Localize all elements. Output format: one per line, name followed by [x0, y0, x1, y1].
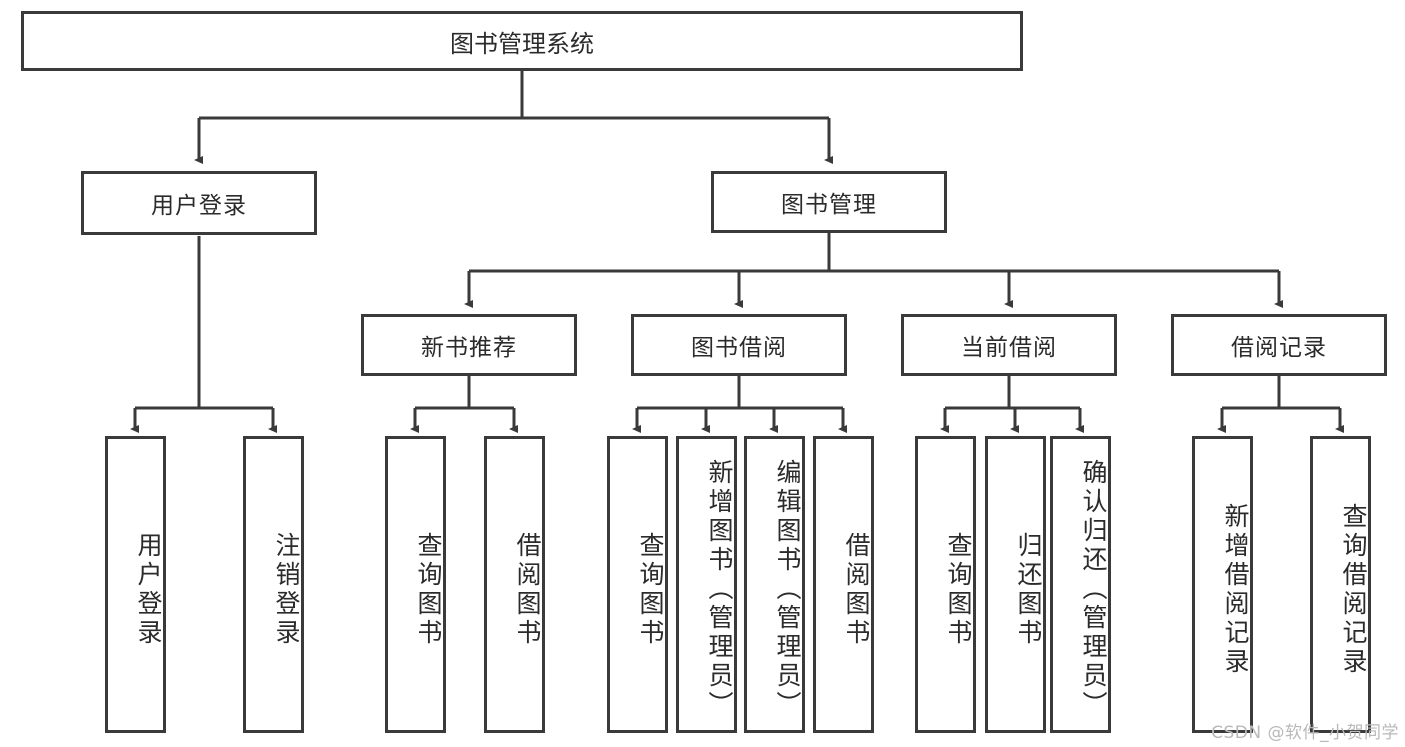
node-label: 查询图书 [414, 531, 443, 648]
node-label: 借阅图书 [842, 531, 871, 648]
node-label: 新增图书（管理员） [705, 459, 734, 720]
node-borrow-records[interactable]: 借阅记录 [1171, 314, 1387, 376]
node-user-login[interactable]: 用户登录 [81, 171, 317, 235]
node-label: 查询借阅记录 [1339, 502, 1368, 677]
node-book-borrow[interactable]: 图书借阅 [631, 314, 847, 376]
leaf-edit-book-admin[interactable]: 编辑图书（管理员） [744, 436, 805, 733]
node-label: 图书借阅 [691, 335, 787, 361]
node-root-system[interactable]: 图书管理系统 [21, 11, 1023, 71]
leaf-add-book-admin[interactable]: 新增图书（管理员） [676, 436, 737, 733]
leaf-query-book-current[interactable]: 查询图书 [915, 436, 976, 733]
node-label: 借阅图书 [513, 531, 542, 648]
node-label: 注销登录 [272, 531, 301, 648]
leaf-user-login[interactable]: 用户登录 [105, 436, 166, 733]
node-label: 确认归还（管理员） [1079, 459, 1108, 720]
node-label: 图书管理 [781, 192, 877, 218]
node-label: 查询图书 [944, 531, 973, 648]
node-label: 查询图书 [636, 531, 665, 648]
node-current-borrow[interactable]: 当前借阅 [901, 314, 1117, 376]
node-label: 当前借阅 [961, 335, 1057, 361]
leaf-return-book[interactable]: 归还图书 [985, 436, 1046, 733]
node-label: 编辑图书（管理员） [773, 459, 802, 720]
node-label: 用户登录 [151, 193, 247, 219]
node-label: 归还图书 [1014, 531, 1043, 648]
leaf-logout[interactable]: 注销登录 [243, 436, 304, 733]
leaf-confirm-return-admin[interactable]: 确认归还（管理员） [1050, 436, 1111, 733]
node-new-book-recommend[interactable]: 新书推荐 [361, 314, 577, 376]
node-label: 新书推荐 [421, 335, 517, 361]
node-book-management[interactable]: 图书管理 [711, 171, 947, 233]
leaf-query-book-borrow[interactable]: 查询图书 [607, 436, 668, 733]
node-label: 新增借阅记录 [1221, 502, 1250, 677]
watermark: CSDN @软件_小贺同学 [1211, 723, 1399, 743]
node-label: 借阅记录 [1231, 335, 1327, 361]
leaf-borrow-book-recommend[interactable]: 借阅图书 [484, 436, 545, 733]
leaf-query-book-recommend[interactable]: 查询图书 [385, 436, 446, 733]
leaf-add-borrow-record[interactable]: 新增借阅记录 [1192, 436, 1253, 733]
leaf-query-borrow-record[interactable]: 查询借阅记录 [1310, 436, 1371, 733]
leaf-borrow-book[interactable]: 借阅图书 [813, 436, 874, 733]
node-label: 图书管理系统 [450, 29, 594, 58]
node-label: 用户登录 [134, 531, 163, 648]
